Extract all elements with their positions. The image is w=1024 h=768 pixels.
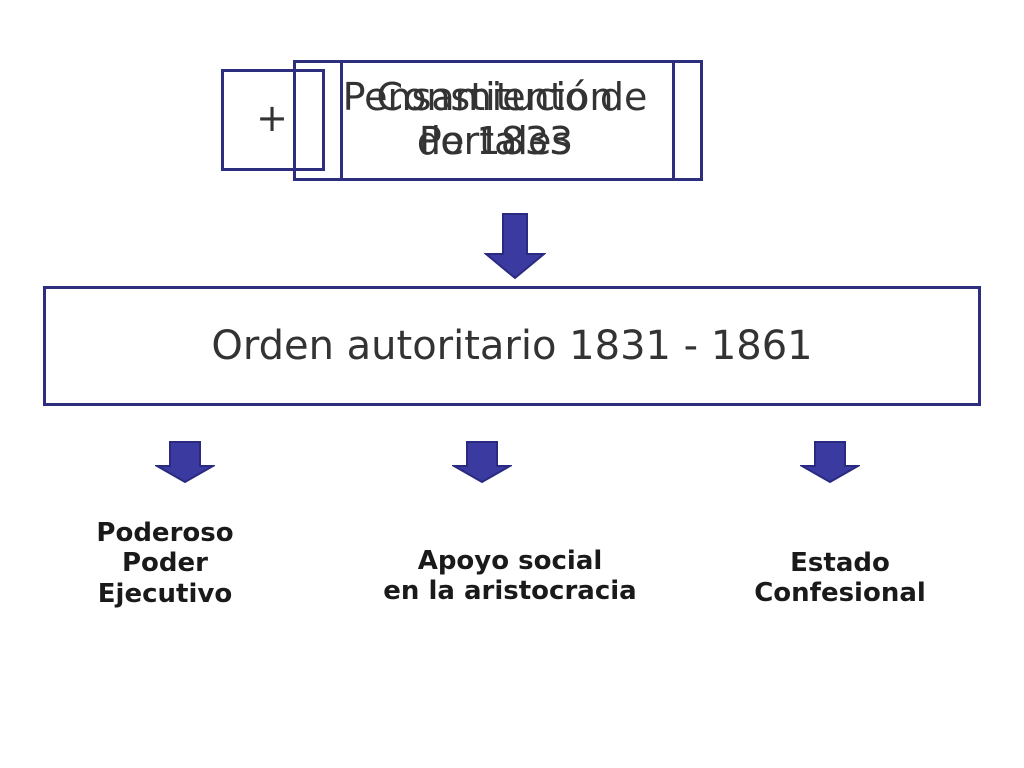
down-arrow-icon-right (800, 441, 860, 484)
plus-box (221, 69, 325, 171)
constitucion-line-2: de 1833 (416, 118, 574, 163)
inner-concept-box (340, 60, 675, 181)
main-concept-box: Orden autoritario 1831 - 1861 (43, 286, 981, 406)
down-arrow-icon (484, 213, 546, 280)
branch-label-apoyo-social: Apoyo social en la aristocracia (330, 546, 690, 607)
plus-sign: + (256, 96, 288, 140)
branch-1-line-2: Poder (122, 548, 208, 579)
branch-3-line-2: Confesional (754, 578, 926, 609)
constitucion-1833-label: Constitución de 1833 (300, 75, 690, 163)
down-arrow-icon-center (452, 441, 512, 484)
branch-3-line-1: Estado (790, 548, 890, 578)
branch-label-estado-confesional: Estado Confesional (720, 548, 960, 609)
branch-1-line-1: Poderoso (96, 518, 234, 548)
constitucion-line-1: Constitución (376, 75, 614, 119)
branch-2-line-2: en la aristocracia (383, 576, 637, 607)
pensamiento-line-2: Portales (418, 118, 572, 163)
down-arrow-icon-left (155, 441, 215, 484)
pensamiento-de-portales-label: Pensamiento de Portales (300, 75, 690, 163)
branch-1-line-3: Ejecutivo (97, 578, 233, 609)
main-concept-title: Orden autoritario 1831 - 1861 (211, 323, 813, 369)
branch-2-line-1: Apoyo social (417, 546, 603, 576)
branch-label-poder-ejecutivo: Poderoso Poder Ejecutivo (55, 518, 275, 609)
pensamiento-line-1: Pensamiento de (342, 75, 648, 119)
